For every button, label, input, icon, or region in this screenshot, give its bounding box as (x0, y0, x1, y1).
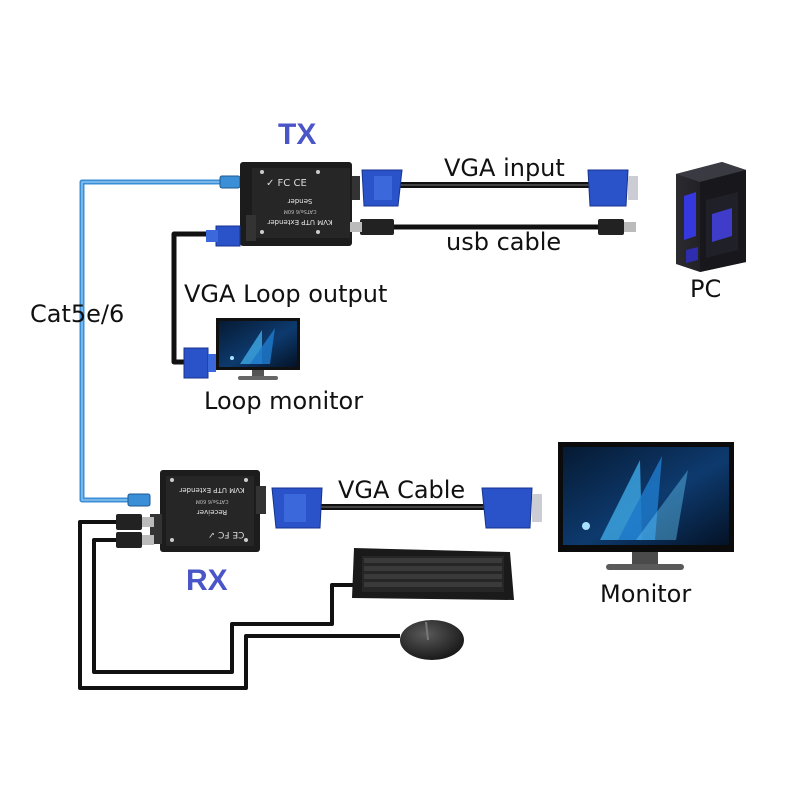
vga-input-cable (361, 169, 638, 207)
tx-sender-device: ✓ FC CE KVM UTP Extender Sender CAT5e/6 … (240, 162, 360, 246)
loop-monitor-label: Loop monitor (204, 387, 364, 415)
main-monitor (558, 442, 734, 570)
tx-device-role: Sender (287, 197, 312, 205)
mouse (400, 620, 464, 660)
rx-device-rating: CAT5e/6 60M (196, 498, 229, 504)
rx-receiver-device: KVM UTP Extender CAT5e/6 60M Receiver CE… (150, 470, 266, 552)
vga-cable-label: VGA Cable (338, 476, 466, 504)
vga-input-label: VGA input (444, 154, 565, 182)
keyboard (352, 548, 514, 600)
vga-loop-output-label: VGA Loop output (184, 280, 388, 308)
pc-tower (676, 162, 746, 272)
usb-peripheral-cables (78, 514, 400, 690)
usb-cable (350, 219, 636, 235)
tx-label: TX (278, 118, 317, 151)
vga-loop-output-cable (171, 225, 241, 379)
svg-text:✓ FC CE: ✓ FC CE (266, 178, 307, 189)
tx-device-title: KVM UTP Extender (267, 218, 332, 226)
rx-device-title: KVM UTP Extender (179, 486, 244, 494)
vga-cable-rx-monitor (271, 487, 542, 529)
loop-monitor (216, 318, 300, 380)
svg-text:CE FC ✓: CE FC ✓ (208, 529, 245, 539)
pc-label: PC (690, 275, 722, 303)
cat5e6-ethernet-cable (79, 175, 241, 507)
cat5e6-label: Cat5e/6 (30, 300, 125, 328)
tx-device-rating: CAT5e/6 60M (284, 208, 317, 214)
monitor-label: Monitor (600, 580, 692, 608)
rx-label: RX (186, 564, 228, 597)
rx-device-role: Receiver (197, 508, 227, 516)
usb-cable-label: usb cable (446, 228, 562, 256)
